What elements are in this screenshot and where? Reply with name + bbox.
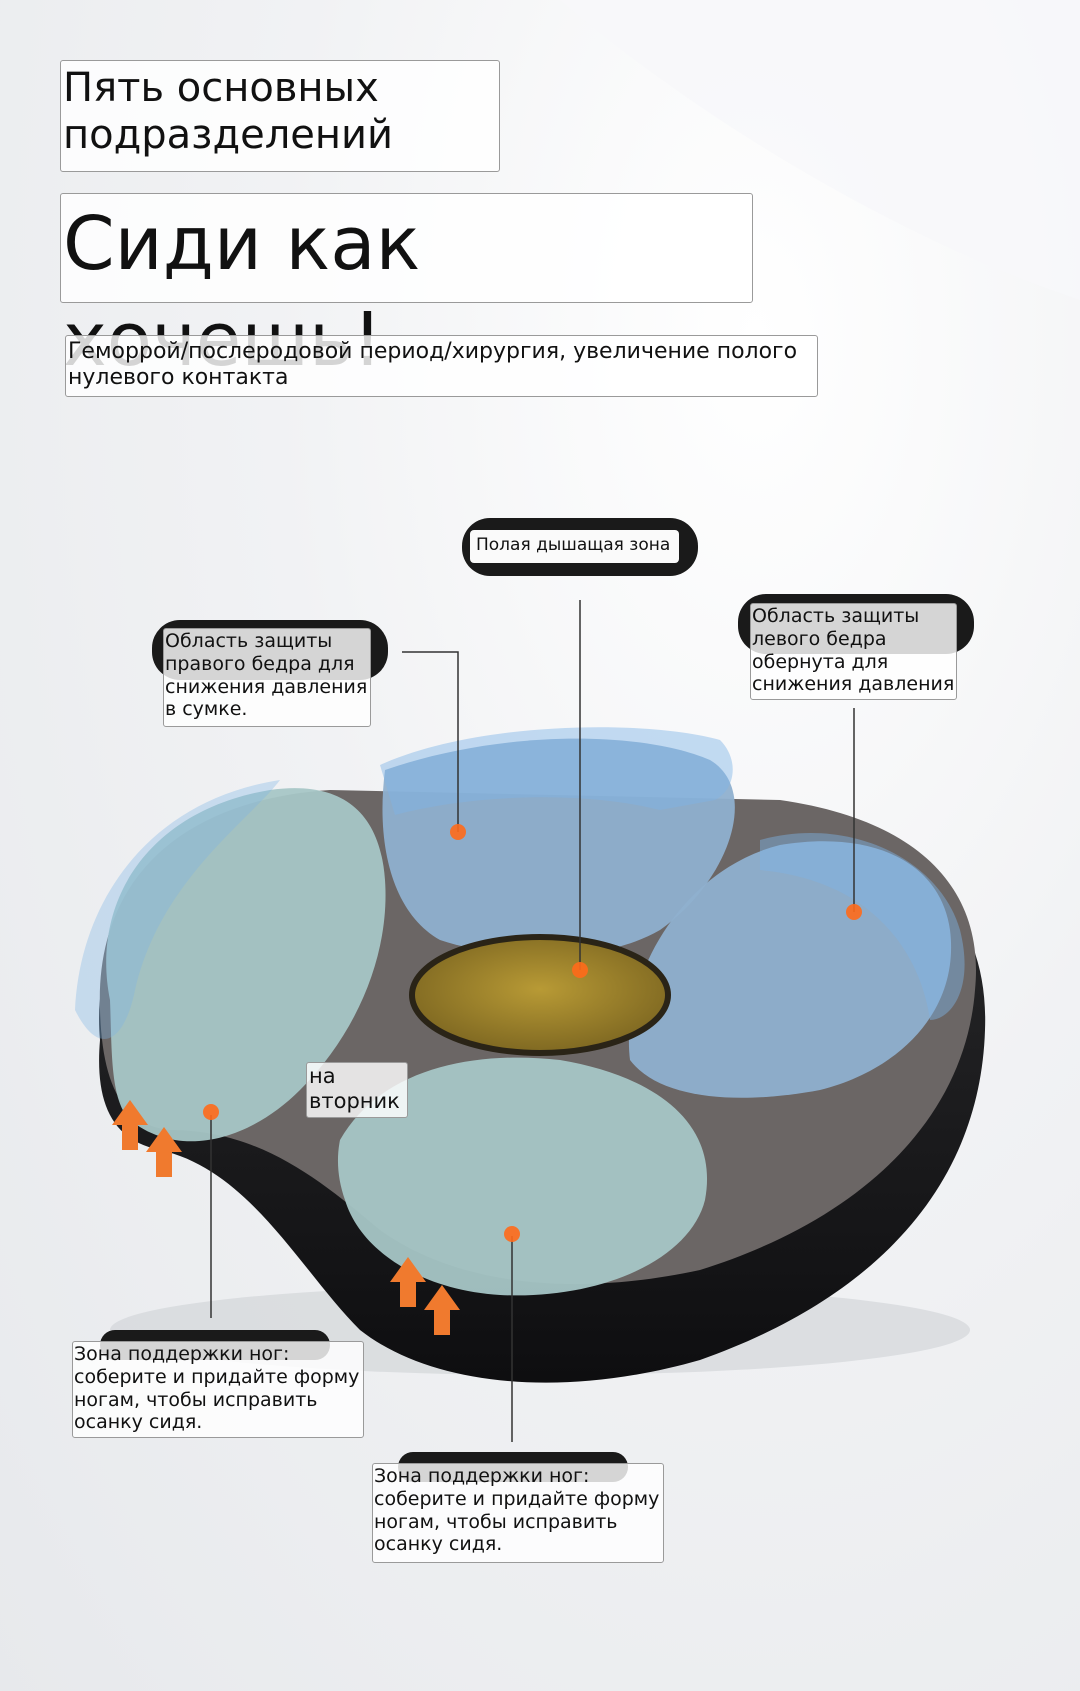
callout-center: Полая дышащая зона (470, 530, 679, 563)
callout-right-hip: Область защиты правого бедра для снижени… (163, 628, 371, 727)
title-line: Пять основных подразделений (60, 60, 500, 172)
highlight-left (75, 780, 280, 1039)
petal-bottom-teal (337, 1057, 708, 1296)
marker-right (846, 904, 862, 920)
subtitle: Геморрой/послеродовой период/хирургия, у… (65, 335, 818, 397)
highlight-top (380, 727, 733, 815)
callout-left-hip: Область защиты левого бедра обернута для… (750, 603, 957, 700)
marker-bottom (504, 1226, 520, 1242)
marker-top (450, 824, 466, 840)
callout-leg-support-left: Зона поддержки ног: соберите и придайте … (72, 1341, 364, 1438)
highlight-right (760, 833, 965, 1020)
marker-center (572, 962, 588, 978)
callout-leg-support-right: Зона поддержки ног: соберите и придайте … (372, 1463, 664, 1563)
petal-left-teal (106, 788, 386, 1142)
marker-left (203, 1104, 219, 1120)
petal-right-blue (628, 841, 952, 1098)
headline: Сиди как хочешь! (60, 193, 753, 383)
background-swoosh (560, 0, 1080, 300)
petal-top-blue (382, 738, 735, 956)
center-hole (409, 934, 671, 1056)
leader-right-hip (402, 651, 459, 832)
arrows-left (112, 1100, 182, 1177)
arrows-bottom (390, 1257, 460, 1335)
callout-tuesday: на вторник (306, 1062, 408, 1118)
